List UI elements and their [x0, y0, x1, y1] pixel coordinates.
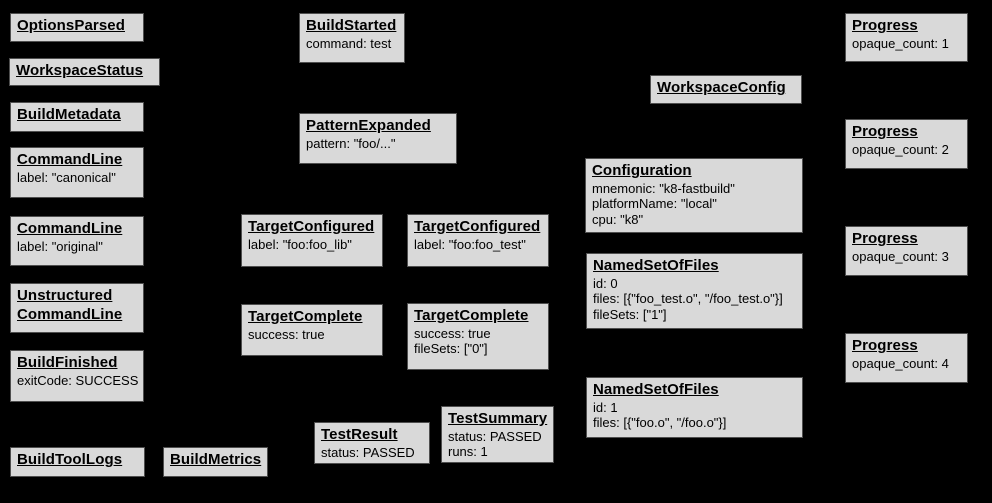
event-field: fileSets: ["0"]: [414, 341, 488, 357]
event-title: TargetConfigured: [248, 218, 375, 235]
event-title: Unstructured CommandLine: [17, 287, 123, 323]
event-box-progress-2: Progress opaque_count: 2: [845, 119, 968, 169]
event-field: success: true: [248, 326, 325, 342]
event-title: TestSummary: [448, 410, 548, 427]
event-field: label: "foo:foo_lib": [248, 236, 352, 252]
event-title: BuildMetadata: [17, 106, 121, 123]
event-box-commandline-canonical: CommandLine label: "canonical": [10, 147, 144, 198]
event-field: opaque_count: 4: [852, 355, 949, 371]
event-field: status: PASSED: [448, 428, 542, 444]
event-field: opaque_count: 2: [852, 141, 949, 157]
event-field: runs: 1: [448, 444, 488, 460]
event-box-targetcomplete-footest: TargetComplete success: true fileSets: […: [407, 303, 549, 370]
event-title: BuildStarted: [306, 17, 397, 34]
event-title: TargetComplete: [248, 308, 363, 325]
event-title: NamedSetOfFiles: [593, 381, 719, 398]
event-title: WorkspaceStatus: [16, 62, 144, 79]
event-field: opaque_count: 3: [852, 248, 949, 264]
event-box-patternexpanded: PatternExpanded pattern: "foo/...": [299, 113, 457, 164]
event-title: CommandLine: [17, 151, 123, 168]
event-field: fileSets: ["1"]: [593, 306, 667, 322]
event-field: exitCode: SUCCESS: [17, 372, 139, 388]
event-title: WorkspaceConfig: [657, 79, 786, 96]
event-field: status: PASSED: [321, 444, 415, 460]
event-field: opaque_count: 1: [852, 35, 949, 51]
event-box-targetconfigured-footest: TargetConfigured label: "foo:foo_test": [407, 214, 549, 267]
event-title: TestResult: [321, 426, 398, 443]
event-box-buildstarted: BuildStarted command: test: [299, 13, 405, 63]
event-field: command: test: [306, 35, 392, 51]
event-title: Progress: [852, 230, 918, 247]
event-box-testsummary: TestSummary status: PASSED runs: 1: [441, 406, 554, 463]
event-box-targetconfigured-foolib: TargetConfigured label: "foo:foo_lib": [241, 214, 383, 267]
event-title: CommandLine: [17, 220, 123, 237]
event-box-progress-3: Progress opaque_count: 3: [845, 226, 968, 276]
event-box-namedsetoffiles-1: NamedSetOfFiles id: 1 files: [{"foo.o", …: [586, 377, 803, 438]
event-title: TargetComplete: [414, 307, 529, 324]
event-box-configuration: Configuration mnemonic: "k8-fastbuild" p…: [585, 158, 803, 233]
event-box-buildtoollogs: BuildToolLogs: [10, 447, 145, 477]
event-box-namedsetoffiles-0: NamedSetOfFiles id: 0 files: [{"foo_test…: [586, 253, 803, 329]
event-box-testresult: TestResult status: PASSED: [314, 422, 430, 464]
event-box-unstructuredcommandline: Unstructured CommandLine: [10, 283, 144, 333]
event-box-optionsparsed: OptionsParsed: [10, 13, 144, 42]
event-field: label: "canonical": [17, 169, 116, 185]
event-title: Progress: [852, 123, 918, 140]
event-field: pattern: "foo/...": [306, 135, 396, 151]
event-field: label: "foo:foo_test": [414, 236, 526, 252]
event-field: files: [{"foo.o", "/foo.o"}]: [593, 415, 727, 431]
event-title: PatternExpanded: [306, 117, 431, 134]
event-box-buildmetadata: BuildMetadata: [10, 102, 144, 132]
event-box-workspaceconfig: WorkspaceConfig: [650, 75, 802, 104]
event-box-buildfinished: BuildFinished exitCode: SUCCESS: [10, 350, 144, 402]
event-title: BuildFinished: [17, 354, 118, 371]
event-box-workspacestatus: WorkspaceStatus: [9, 58, 160, 86]
event-field: id: 1: [593, 399, 618, 415]
event-title: BuildMetrics: [170, 451, 262, 468]
event-field: files: [{"foo_test.o", "/foo_test.o"}]: [593, 291, 783, 307]
event-title: Configuration: [592, 162, 692, 179]
event-box-targetcomplete-foolib: TargetComplete success: true: [241, 304, 383, 356]
event-field: label: "original": [17, 238, 103, 254]
event-title: TargetConfigured: [414, 218, 541, 235]
event-field: platformName: "local": [592, 196, 717, 212]
event-field: mnemonic: "k8-fastbuild": [592, 180, 735, 196]
event-box-commandline-original: CommandLine label: "original": [10, 216, 144, 266]
event-box-buildmetrics: BuildMetrics: [163, 447, 268, 477]
event-field: success: true: [414, 325, 491, 341]
event-title: NamedSetOfFiles: [593, 257, 719, 274]
event-field: id: 0: [593, 275, 618, 291]
event-title: Progress: [852, 17, 918, 34]
event-title: OptionsParsed: [17, 17, 125, 34]
event-title: Progress: [852, 337, 918, 354]
event-title: BuildToolLogs: [17, 451, 123, 468]
event-box-progress-1: Progress opaque_count: 1: [845, 13, 968, 62]
event-box-progress-4: Progress opaque_count: 4: [845, 333, 968, 383]
event-field: cpu: "k8": [592, 211, 644, 227]
